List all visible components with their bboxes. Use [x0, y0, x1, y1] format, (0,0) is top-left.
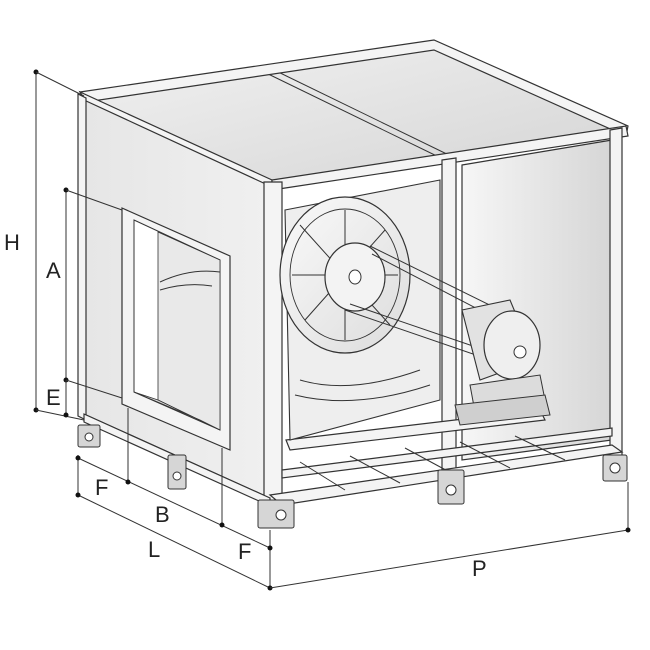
dim-label-f-right: F	[238, 539, 251, 564]
motor	[454, 299, 551, 426]
dim-label-b: B	[155, 502, 170, 527]
inlet-opening	[121, 207, 231, 451]
cabinet	[77, 39, 629, 529]
dim-label-l: L	[148, 537, 160, 562]
dim-label-p: P	[472, 556, 487, 581]
feet	[77, 424, 628, 529]
dim-label-h: H	[4, 230, 20, 255]
dim-label-a: A	[46, 258, 61, 283]
dim-label-f-left: F	[95, 475, 108, 500]
fan-pulley	[324, 242, 386, 312]
dimension-lines	[33, 69, 631, 591]
dim-label-e: E	[46, 385, 61, 410]
dimension-labels: H A E F B L F P	[4, 230, 487, 581]
